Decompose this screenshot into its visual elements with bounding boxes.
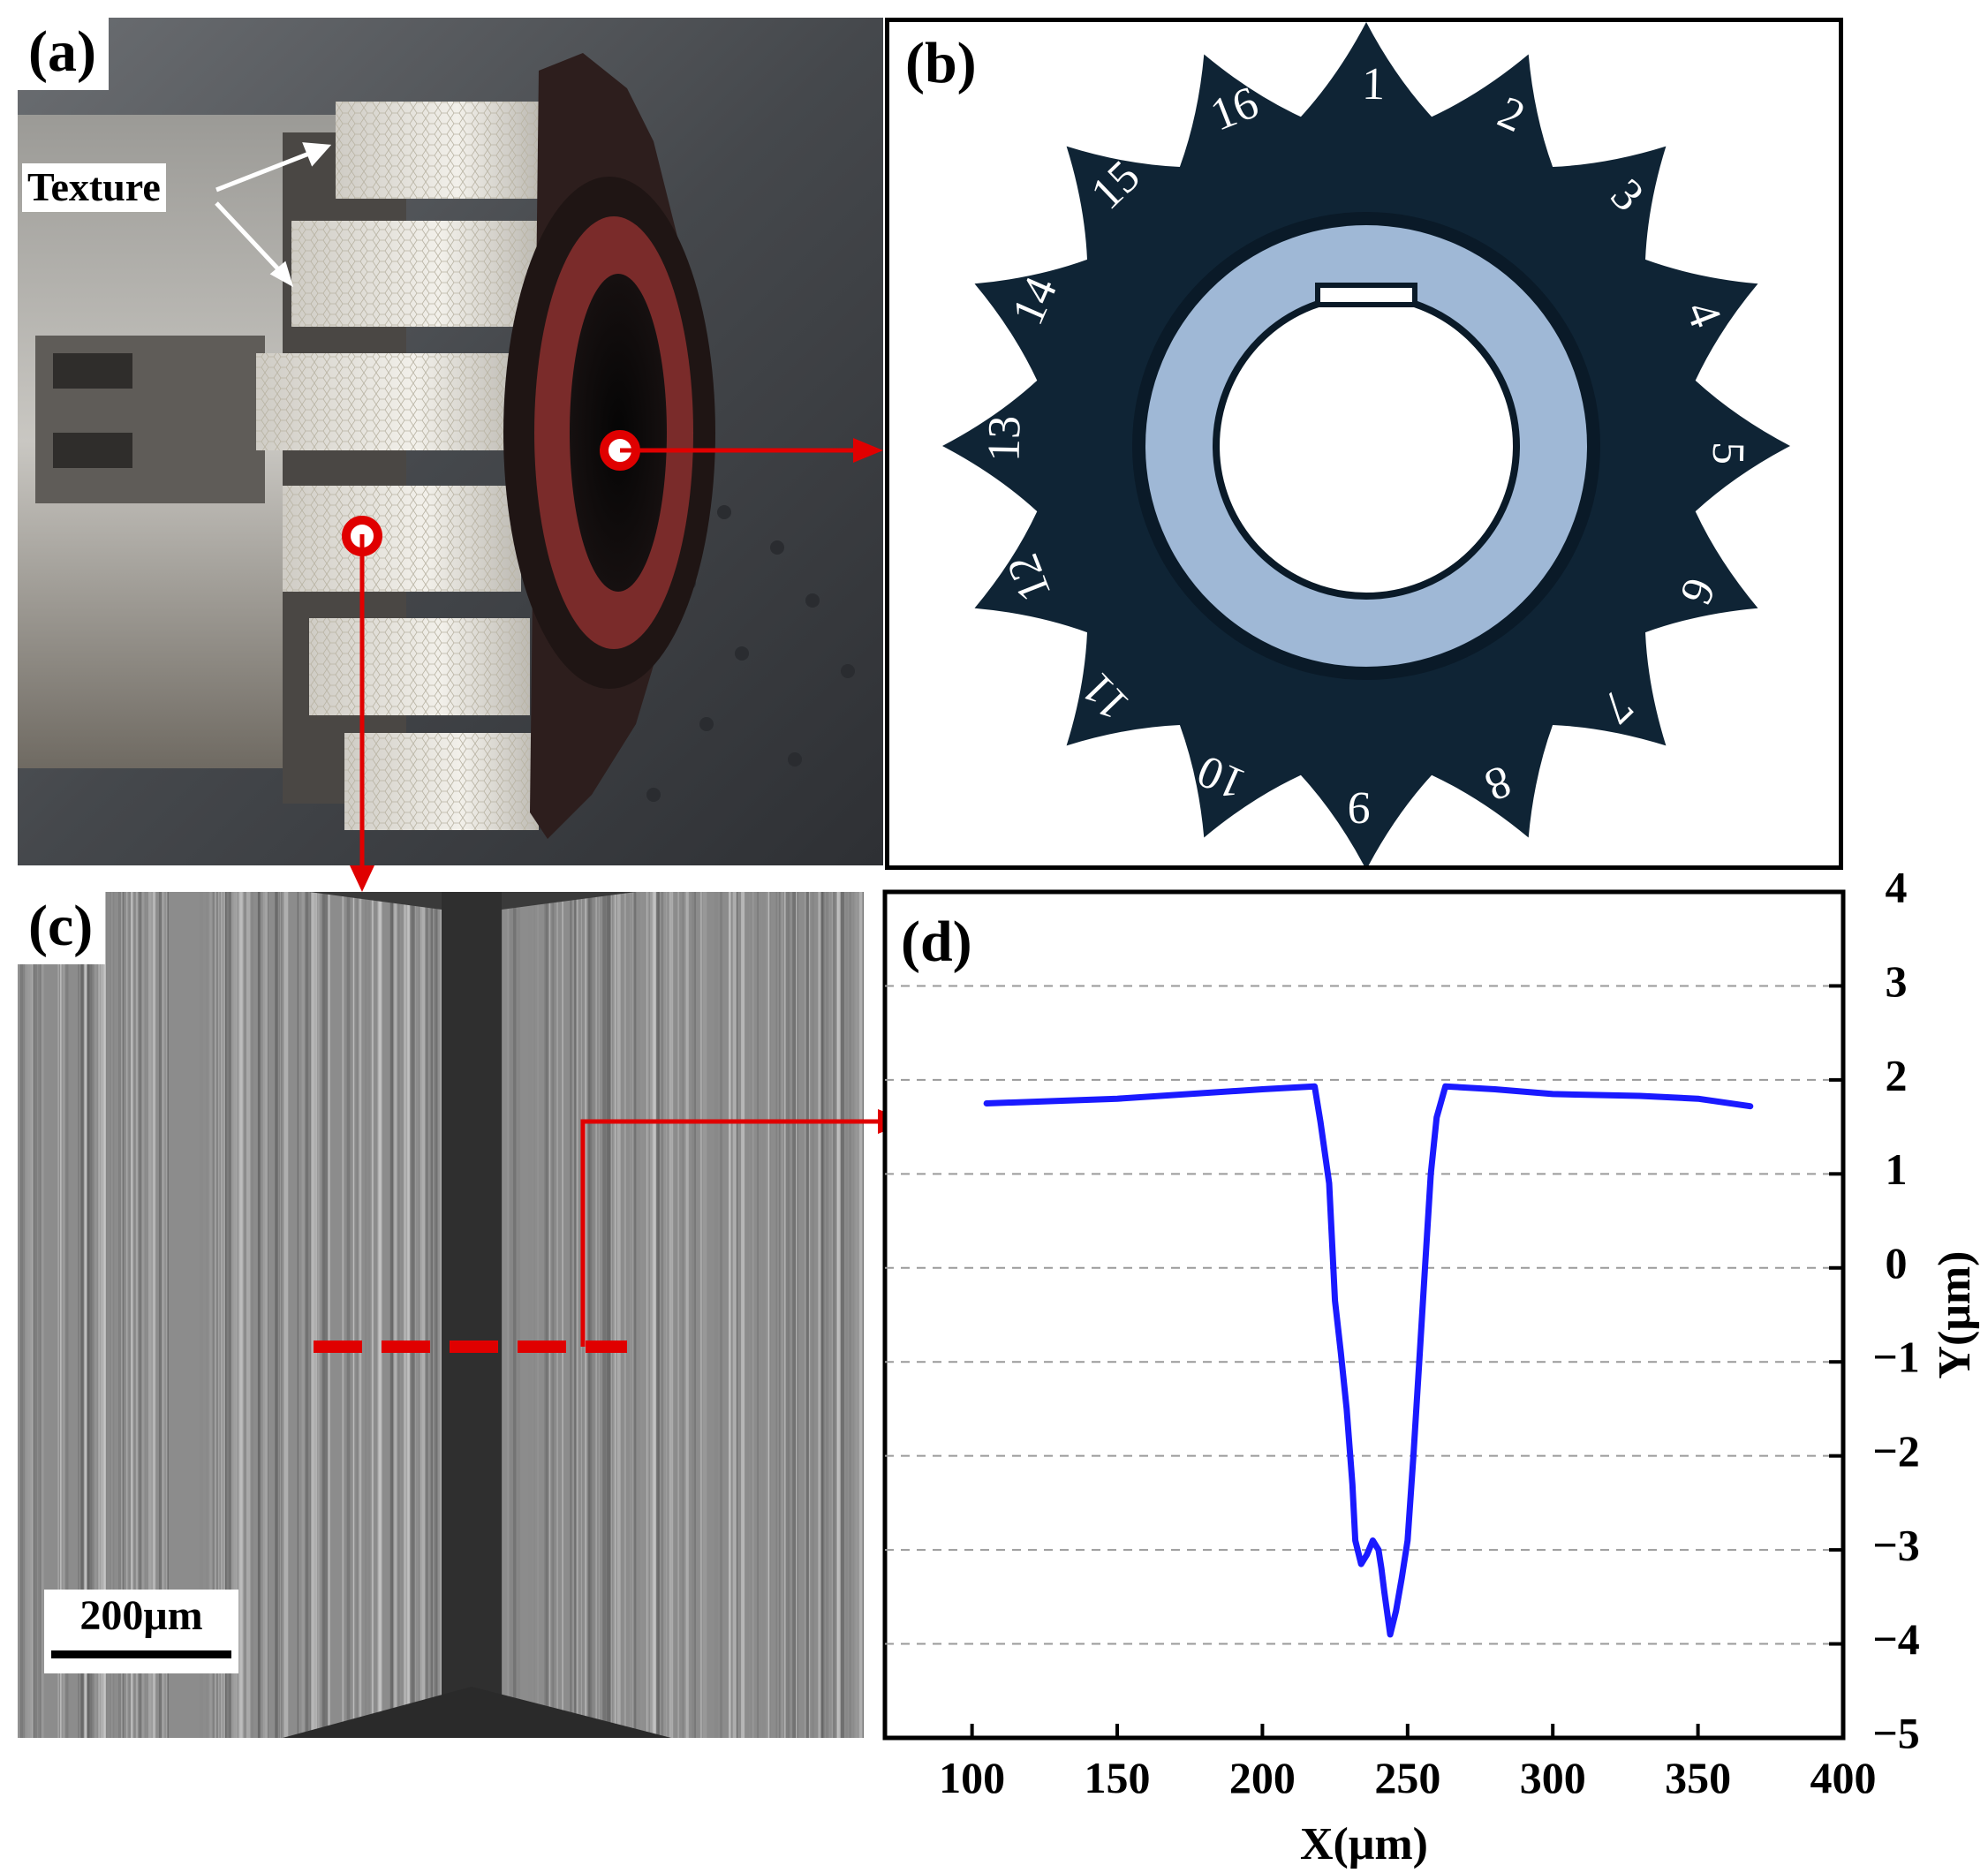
xtick-label-350: 350: [1665, 1753, 1731, 1802]
scale-bar: [44, 1638, 238, 1673]
ytick-label-0: 0: [1886, 1238, 1908, 1288]
gear-keyway: [1315, 283, 1417, 307]
tooth-number-5: 5: [1703, 442, 1753, 465]
texture-label: Texture: [22, 163, 166, 212]
ytick-label--3: −3: [1872, 1521, 1920, 1570]
panel-a-label: (a): [18, 18, 109, 90]
tooth-number-13: 13: [979, 415, 1031, 462]
xtick-label-400: 400: [1810, 1753, 1877, 1802]
panel-c-label: (c): [18, 892, 106, 964]
profile-series-line: [983, 1083, 1754, 1638]
scale-bar-label: 200μm: [44, 1590, 238, 1640]
tooth-number-9: 9: [1347, 782, 1371, 833]
tooth-number-1: 1: [1362, 59, 1386, 110]
y-axis-title: Y(μm): [1930, 1251, 1980, 1379]
ytick-label--2: −2: [1872, 1426, 1920, 1476]
gear-fixture-photo: [18, 18, 883, 865]
xtick-label-150: 150: [1085, 1753, 1151, 1802]
xtick-label-200: 200: [1229, 1753, 1296, 1802]
gear-bore: [1213, 292, 1520, 600]
ytick-label-3: 3: [1886, 956, 1908, 1006]
panel-b-label: (b): [905, 31, 977, 95]
panel-c-micrograph: (c) 200μm: [18, 892, 864, 1738]
groove: [442, 892, 502, 1738]
xtick-label-250: 250: [1374, 1753, 1440, 1802]
xtick-label-300: 300: [1520, 1753, 1586, 1802]
panel-a-photo: (a) Texture: [18, 18, 883, 865]
tooth-marker: [342, 516, 382, 556]
ytick-label--5: −5: [1872, 1708, 1920, 1757]
plot-frame: [882, 889, 1846, 1741]
panel-d-label: (d): [901, 910, 972, 974]
ytick-label-2: 2: [1886, 1050, 1908, 1099]
ytick-label--4: −4: [1872, 1614, 1920, 1664]
connector-a-to-b: [620, 438, 883, 463]
ytick-label-1: 1: [1886, 1144, 1908, 1194]
xtick-label-100: 100: [939, 1753, 1005, 1802]
ytick-label-4: 4: [1886, 862, 1908, 911]
ytick-label--1: −1: [1872, 1333, 1920, 1382]
x-axis-title: X(μm): [1300, 1819, 1428, 1869]
